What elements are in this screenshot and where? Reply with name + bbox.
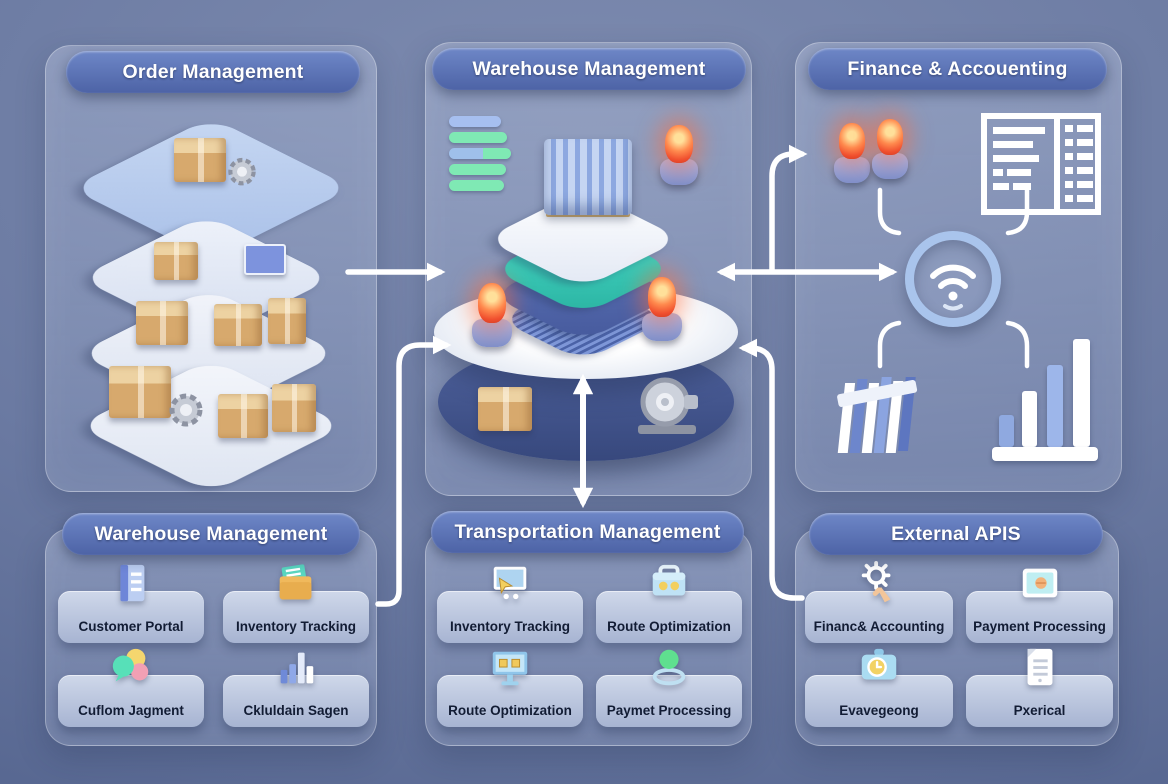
panel-warehouse-management-bottom: Warehouse Management Customer Portal Inv… xyxy=(45,513,377,746)
button-label: Inventory Tracking xyxy=(449,619,571,634)
button-label: Route Optimization xyxy=(607,619,731,634)
panel-title-order-management: Order Management xyxy=(66,51,360,93)
cardboard-box-icon xyxy=(154,242,198,280)
button-finance-accounting[interactable]: Financ& Accounting xyxy=(805,591,953,643)
panel-title-transportation-management: Transportation Management xyxy=(431,511,744,553)
ledger-icon xyxy=(108,561,154,607)
camera-clock-icon xyxy=(856,645,902,691)
button-label: Financ& Accounting xyxy=(813,619,945,634)
briefcase-icon xyxy=(646,561,692,607)
panel-title-warehouse-management-bottom: Warehouse Management xyxy=(62,513,360,555)
button-inventory-tracking[interactable]: Inventory Tracking xyxy=(223,591,369,643)
gear-hand-icon xyxy=(856,561,902,607)
panel-finance-accounting: Finance & Accouenting xyxy=(795,42,1122,492)
button-label: Ckluldain Sagen xyxy=(243,703,349,718)
arrow-external-to-warehouse xyxy=(738,338,805,601)
panel-transportation-management: Transportation Management Inventory Trac… xyxy=(425,511,752,746)
document-icon xyxy=(1017,645,1063,691)
wifi-hub-icon xyxy=(905,231,1001,327)
button-paymet-processing[interactable]: Paymet Processing xyxy=(596,675,742,727)
button-label: Evavegeong xyxy=(839,703,919,718)
monitor-boxes-icon xyxy=(487,645,533,691)
screen-hand-icon xyxy=(1017,561,1063,607)
status-bar-blue xyxy=(449,116,501,127)
button-inventory-tracking-2[interactable]: Inventory Tracking xyxy=(437,591,583,643)
cardboard-box-icon xyxy=(272,384,316,432)
gear-icon xyxy=(222,150,262,190)
spreadsheet-icon xyxy=(981,113,1101,215)
button-pxerical[interactable]: Pxerical xyxy=(966,675,1113,727)
terminal-monitor-icon xyxy=(244,244,286,275)
panel-external-apis: External APIS Financ& Accounting Payment… xyxy=(795,513,1119,746)
heatsink-icon xyxy=(544,139,632,215)
folder-icon xyxy=(273,561,319,607)
button-cuflom-jagment[interactable]: Cuflom Jagment xyxy=(58,675,204,727)
monitor-cursor-icon xyxy=(487,561,533,607)
cardboard-box-icon xyxy=(174,138,226,182)
bar-chart-icon xyxy=(273,645,319,691)
sphere-ring-icon xyxy=(646,645,692,691)
status-bar-green xyxy=(449,164,506,175)
button-label: Paymet Processing xyxy=(606,703,732,718)
panel-title-external-apis: External APIS xyxy=(809,513,1103,555)
cardboard-box-icon xyxy=(268,298,306,344)
button-evavegeong[interactable]: Evavegeong xyxy=(805,675,953,727)
status-bar-mixed xyxy=(449,148,511,159)
cardboard-box-icon xyxy=(109,366,171,418)
button-label: Cuflom Jagment xyxy=(78,703,184,718)
motor-icon xyxy=(632,373,704,437)
ledger-stack-icon xyxy=(837,377,918,453)
panel-title-warehouse-management: Warehouse Management xyxy=(432,48,746,90)
panel-order-management: Order Management xyxy=(45,45,377,494)
button-label: Payment Processing xyxy=(973,619,1106,634)
button-ckluldain-sagen[interactable]: Ckluldain Sagen xyxy=(223,675,369,727)
cardboard-box-icon xyxy=(136,301,188,345)
panel-warehouse-management-top: Warehouse Management xyxy=(425,42,752,496)
button-label: Inventory Tracking xyxy=(235,619,357,634)
cardboard-box-icon xyxy=(478,387,532,431)
button-payment-processing[interactable]: Payment Processing xyxy=(966,591,1113,643)
button-customer-portal[interactable]: Customer Portal xyxy=(58,591,204,643)
panel-title-finance-accounting: Finance & Accouenting xyxy=(808,48,1107,90)
button-label: Customer Portal xyxy=(78,619,184,634)
cardboard-box-icon xyxy=(218,394,268,438)
button-route-optimization-2[interactable]: Route Optimization xyxy=(437,675,583,727)
button-label: Route Optimization xyxy=(448,703,572,718)
button-route-optimization[interactable]: Route Optimization xyxy=(596,591,742,643)
button-label: Pxerical xyxy=(1013,703,1066,718)
gear-icon xyxy=(162,384,210,432)
status-bar-green xyxy=(449,132,507,143)
status-bar-green xyxy=(449,180,504,191)
chat-bubbles-icon xyxy=(108,645,154,691)
cardboard-box-icon xyxy=(214,304,262,346)
